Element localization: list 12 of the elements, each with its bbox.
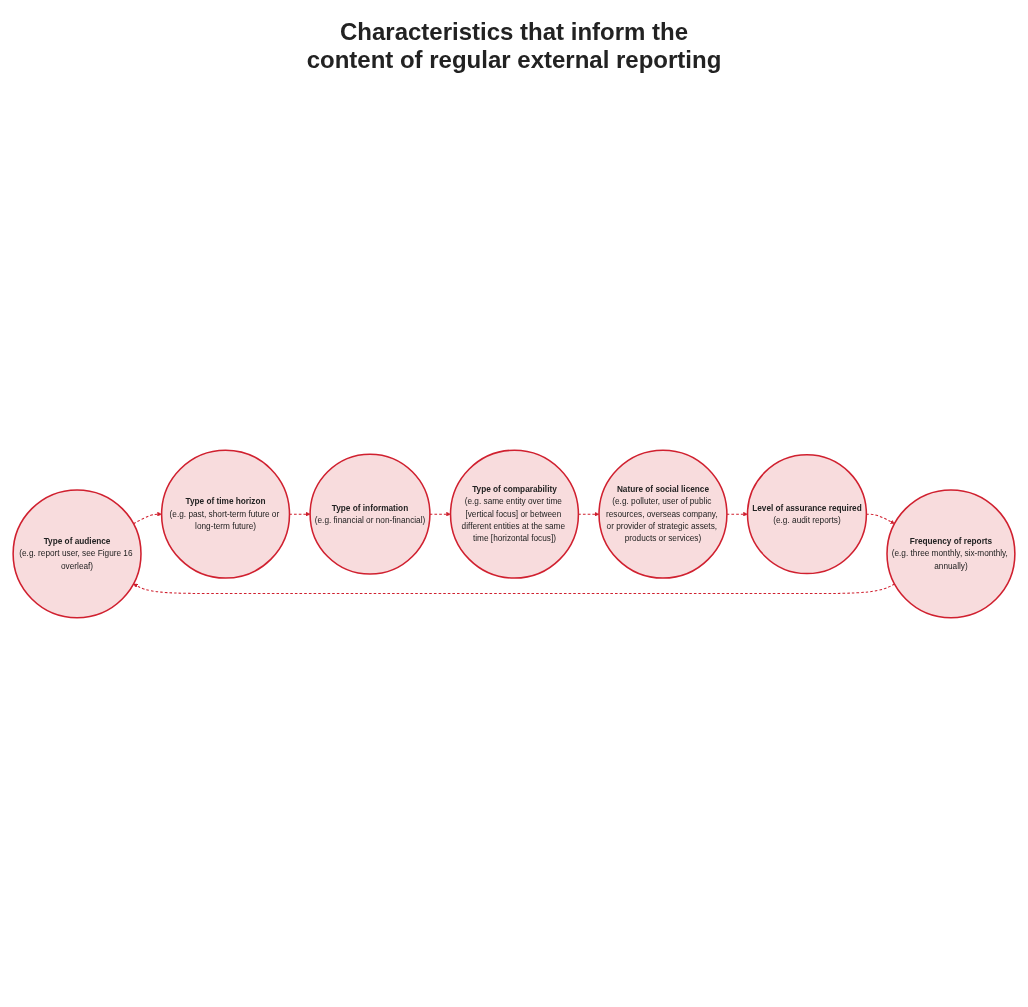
node-circle: Frequency of reports (e.g. three monthly, six-monthly, annually)	[886, 489, 1016, 619]
arrow	[726, 511, 748, 517]
node-circle: Type of time horizon (e.g. past, short-term future or long-term future)	[160, 449, 291, 579]
node-circle: Nature of social licence (e.g. polluter, user of public resources, overseas company, or provider of strategic assets, products or services)	[598, 449, 728, 579]
node-circle: Level of assurance required (e.g. audit reports)	[746, 453, 868, 575]
node-circle: Type of information (e.g. financial or non-financial)	[309, 453, 431, 575]
node-circle: Type of audience (e.g. report user, see Figure 16 overleaf)	[12, 489, 142, 619]
arrow	[132, 511, 162, 525]
diagram-title: Characteristics that inform the content of regular external reporting	[305, 18, 723, 74]
arrow	[133, 583, 896, 595]
node-circle: Type of comparability (e.g. same entity over time [vertical focus] or between different entities at the same time [horizontal focus])	[449, 449, 580, 579]
arrow	[429, 511, 451, 517]
